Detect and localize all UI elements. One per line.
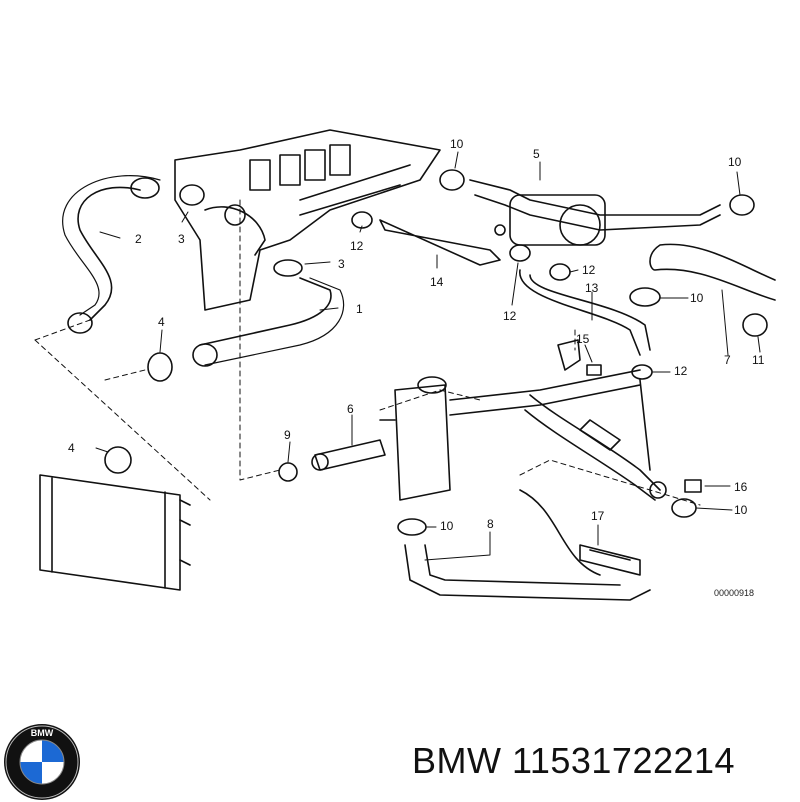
- label-12-b: 12: [582, 263, 596, 277]
- part-number: 11531722214: [512, 740, 736, 781]
- hose-7: [649, 243, 776, 301]
- leader-lines: [95, 151, 761, 561]
- label-10-c: 10: [690, 291, 704, 305]
- label-8: 8: [487, 517, 494, 531]
- label-4-upper: 4: [158, 315, 165, 329]
- clamp-4-upper: [147, 352, 173, 382]
- part-labels: 2 3 3 1 4 4 5 10 10 12 14 12 13 12 10 7 …: [68, 137, 765, 598]
- image-code: 00000918: [714, 588, 754, 598]
- clamp-10-a: [439, 169, 465, 191]
- hose-14: [379, 219, 501, 266]
- engine-block: [174, 129, 441, 311]
- bolt-15: [586, 364, 602, 376]
- hose-6: [314, 439, 386, 471]
- label-16: 16: [734, 480, 748, 494]
- clamp-12-d: [631, 364, 653, 380]
- clamp-10-e: [671, 498, 697, 518]
- label-14: 14: [430, 275, 444, 289]
- label-9: 9: [284, 428, 291, 442]
- seal-ring-9: [278, 462, 298, 482]
- label-10-b: 10: [728, 155, 742, 169]
- label-3-lower: 3: [338, 257, 345, 271]
- clamp-3-lower: [273, 259, 303, 277]
- radiator: [39, 474, 191, 591]
- expansion-tank: [379, 376, 451, 501]
- label-11: 11: [752, 353, 765, 367]
- clamp-12-b: [509, 244, 531, 262]
- hose-13: [519, 269, 651, 356]
- label-2: 2: [135, 232, 142, 246]
- label-12-d: 12: [674, 364, 688, 378]
- label-15: 15: [576, 332, 590, 346]
- label-1: 1: [356, 302, 363, 316]
- bolt-16: [684, 479, 702, 493]
- label-13: 13: [585, 281, 599, 295]
- pipe-assembly: [449, 339, 667, 501]
- clamp-11: [742, 313, 768, 337]
- clamp-4-lower: [104, 446, 132, 474]
- clamp-10-d: [397, 518, 427, 536]
- label-10-d: 10: [440, 519, 454, 533]
- brand-name: BMW: [412, 740, 502, 781]
- clamp-12-a: [351, 211, 373, 229]
- clamp-10-b: [729, 194, 755, 216]
- bracket-17: [579, 544, 641, 576]
- label-7: 7: [724, 353, 731, 367]
- label-5: 5: [533, 147, 540, 161]
- bmw-logo-text: BMW: [31, 728, 54, 738]
- label-4-lower: 4: [68, 441, 75, 455]
- hose-1: [192, 277, 345, 367]
- label-12-c: 12: [503, 309, 517, 323]
- hose-2: [62, 175, 161, 334]
- label-10-a: 10: [450, 137, 464, 151]
- thermostat-housing-5: [469, 179, 721, 246]
- clamp-3-top: [179, 184, 205, 206]
- label-12-a: 12: [350, 239, 364, 253]
- label-17: 17: [591, 509, 605, 523]
- hose-8: [404, 489, 651, 601]
- bmw-logo: BMW: [4, 724, 80, 800]
- clamp-10-c: [629, 287, 661, 307]
- label-3-top: 3: [178, 232, 185, 246]
- label-10-e: 10: [734, 503, 748, 517]
- part-title: BMW 11531722214: [412, 740, 735, 782]
- clamp-12-c: [549, 263, 571, 281]
- label-6: 6: [347, 402, 354, 416]
